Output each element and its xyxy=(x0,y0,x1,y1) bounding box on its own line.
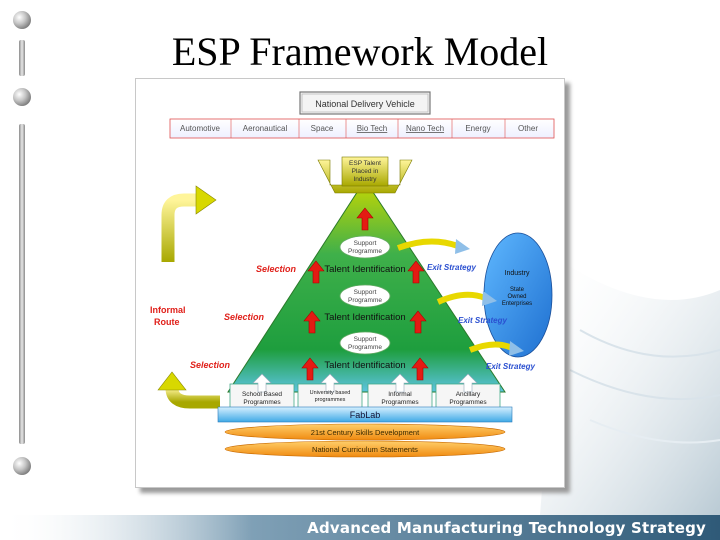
svg-text:Programme: Programme xyxy=(348,297,382,304)
selection-label: Selection xyxy=(256,264,297,274)
bent-return-arrow-icon xyxy=(157,371,220,409)
sectors-row: Automotive Aeronautical Space Bio Tech N… xyxy=(169,118,555,139)
sector-space: Space xyxy=(311,124,334,133)
selection-label: Selection xyxy=(190,360,231,370)
sector-other: Other xyxy=(518,124,538,133)
svg-text:Support: Support xyxy=(354,240,377,247)
svg-text:Support: Support xyxy=(354,289,377,296)
bullet-ball-icon xyxy=(13,457,31,475)
footer-band xyxy=(0,515,720,540)
sector-aeronautical: Aeronautical xyxy=(243,124,288,133)
svg-text:Enterprises: Enterprises xyxy=(502,301,532,307)
esp-talent-line1: ESP Talent xyxy=(349,160,381,167)
exit-strategy-label: Exit Strategy xyxy=(427,263,476,272)
national-delivery-vehicle-box: National Delivery Vehicle xyxy=(299,91,431,115)
base-programme-school: School Based Programmes xyxy=(229,373,295,409)
exit-strategy-arrow-icon xyxy=(396,238,470,254)
exit-strategy-label: Exit Strategy xyxy=(458,316,507,325)
fablab-label: FabLab xyxy=(350,410,381,420)
esp-talent-box: ESP Talent Placed in Industry xyxy=(317,156,413,194)
svg-text:Programmes: Programmes xyxy=(243,399,281,406)
svg-text:Programmes: Programmes xyxy=(381,399,419,406)
slide-title: ESP Framework Model xyxy=(171,29,549,74)
svg-text:Owned: Owned xyxy=(507,294,526,300)
bullet-bar-icon xyxy=(19,40,25,76)
curriculum-label: National Curriculum Statements xyxy=(312,445,418,454)
industry-soe-ellipse: Industry State Owned Enterprises xyxy=(483,232,553,358)
exit-strategy-arrow-icon xyxy=(436,291,497,306)
support-programme-3: Support Programme xyxy=(339,331,391,355)
sector-nanotech: Nano Tech xyxy=(406,124,444,133)
base-programme-university: University based programmes xyxy=(297,373,363,409)
bullet-bar-icon xyxy=(19,124,25,444)
bullet-ball-icon xyxy=(13,11,31,29)
support-programme-1: Support Programme xyxy=(339,235,391,259)
svg-text:Informal: Informal xyxy=(388,391,412,398)
exit-strategy-arrow-icon xyxy=(468,341,524,356)
footer-title: Advanced Manufacturing Technology Strate… xyxy=(307,519,706,537)
sector-automotive: Automotive xyxy=(180,124,221,133)
talent-identification-label: Talent Identification xyxy=(324,312,405,323)
informal-route-label: Route xyxy=(154,317,180,327)
base-programme-informal: Informal Programmes xyxy=(367,373,433,409)
exit-strategy-label: Exit Strategy xyxy=(486,362,535,371)
base-programme-ancillary: Ancillary Programmes xyxy=(435,373,501,409)
svg-text:Programme: Programme xyxy=(348,248,382,255)
esp-talent-line3: Industry xyxy=(353,176,377,183)
informal-route-label: Informal xyxy=(150,305,186,315)
svg-text:programmes: programmes xyxy=(315,397,346,403)
svg-text:Programmes: Programmes xyxy=(449,399,487,406)
svg-text:Ancillary: Ancillary xyxy=(456,391,481,398)
svg-text:State: State xyxy=(510,287,525,293)
talent-identification-label: Talent Identification xyxy=(324,360,405,371)
esp-talent-line2: Placed in xyxy=(352,168,379,175)
national-delivery-vehicle-label: National Delivery Vehicle xyxy=(315,99,415,109)
talent-identification-label: Talent Identification xyxy=(324,264,405,275)
bullet-ball-icon xyxy=(13,88,31,106)
sector-energy: Energy xyxy=(465,124,490,133)
support-programme-2: Support Programme xyxy=(339,284,391,308)
decorative-bullets xyxy=(13,11,31,475)
selection-label: Selection xyxy=(224,312,265,322)
svg-text:Support: Support xyxy=(354,336,377,343)
skills-development-disc: 21st Century Skills Development xyxy=(224,423,506,441)
svg-text:University based: University based xyxy=(310,390,351,396)
svg-text:Programme: Programme xyxy=(348,344,382,351)
bent-up-arrow-icon xyxy=(161,185,217,262)
fablab-bar: FabLab xyxy=(217,406,513,423)
sector-biotech: Bio Tech xyxy=(357,124,388,133)
skills-development-label: 21st Century Skills Development xyxy=(311,428,420,437)
industry-label: Industry xyxy=(505,270,530,277)
curriculum-disc: National Curriculum Statements xyxy=(224,440,506,458)
svg-text:School Based: School Based xyxy=(242,391,282,398)
